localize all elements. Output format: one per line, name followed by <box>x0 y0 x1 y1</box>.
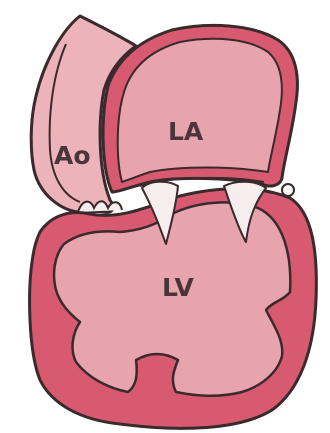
aortic-valve-cusps <box>78 201 122 212</box>
label-aorta: Ao <box>54 141 91 170</box>
label-left-ventricle: LV <box>162 273 194 302</box>
label-left-atrium: LA <box>168 117 204 146</box>
